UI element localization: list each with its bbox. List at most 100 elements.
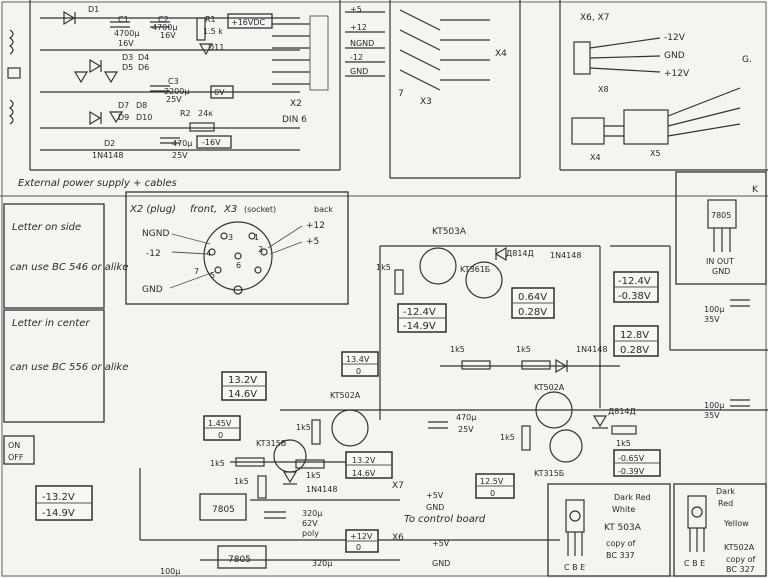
svg-text:+12: +12 bbox=[350, 23, 367, 32]
svg-text:D4: D4 bbox=[138, 53, 149, 62]
svg-text:C B E: C B E bbox=[564, 563, 585, 572]
x4-label: X4 bbox=[495, 49, 507, 59]
svg-text:25V: 25V bbox=[166, 95, 182, 104]
svg-text:-12: -12 bbox=[146, 249, 161, 259]
voltage-box-10: 12.5V 0 bbox=[475, 473, 515, 499]
svg-text:KT502A: KT502A bbox=[534, 383, 565, 392]
regulator-7805-b bbox=[217, 545, 267, 569]
svg-text:14.6V: 14.6V bbox=[228, 389, 257, 400]
svg-text:KT502A: KT502A bbox=[724, 543, 755, 552]
svg-text:+12V: +12V bbox=[664, 69, 690, 79]
svg-text:front,: front, bbox=[190, 204, 217, 215]
label-d1: D1 bbox=[88, 5, 99, 14]
voltage-box-3: -12.4V -0.38V bbox=[613, 271, 659, 303]
svg-text:1.5 k: 1.5 k bbox=[203, 27, 223, 36]
svg-text:0: 0 bbox=[356, 543, 361, 552]
svg-text:1k5: 1k5 bbox=[306, 471, 321, 480]
voltage-box-11: -13.2V -14.9V bbox=[35, 485, 93, 521]
svg-text:NGND: NGND bbox=[350, 39, 374, 48]
svg-text:X2 (plug): X2 (plug) bbox=[129, 204, 176, 215]
transistor-kt502a-left bbox=[331, 409, 369, 447]
transistor-kt503a bbox=[419, 247, 457, 285]
svg-text:GND: GND bbox=[426, 503, 444, 512]
svg-text:7: 7 bbox=[398, 89, 404, 99]
voltage-readouts: -12.4V -14.9V 0.64V 0.28V -12.4V -0.38V … bbox=[35, 271, 661, 553]
svg-text:0.28V: 0.28V bbox=[620, 345, 649, 356]
svg-text:C2: C2 bbox=[158, 15, 169, 24]
svg-text:1N4148: 1N4148 bbox=[550, 251, 581, 260]
x3-connector-section: +5 +12 NGND -12 GND 7 X3 X4 bbox=[345, 0, 521, 179]
regulator-7805-a bbox=[199, 493, 247, 521]
voltage-box-1: -12.4V -14.9V bbox=[397, 303, 447, 333]
svg-text:2200μ: 2200μ bbox=[164, 87, 189, 96]
svg-text:Yellow: Yellow bbox=[723, 519, 749, 528]
voltage-box-4: 12.8V 0.28V bbox=[613, 325, 659, 357]
svg-text:D7: D7 bbox=[118, 101, 129, 110]
power-supply-section: D1 C1 4700μ 16V C2 4700μ 16V R1 1.5 k D1… bbox=[7, 0, 341, 189]
svg-text:X8: X8 bbox=[598, 85, 609, 94]
resistor-r2 bbox=[189, 122, 215, 132]
svg-text:4700μ: 4700μ bbox=[152, 23, 177, 32]
power-supply-caption: External power supply + cables bbox=[18, 178, 177, 189]
svg-text:KT315B: KT315B bbox=[256, 439, 286, 448]
svg-text:35V: 35V bbox=[704, 315, 720, 324]
din-socket-outline bbox=[203, 221, 273, 291]
svg-text:13.2V: 13.2V bbox=[228, 375, 257, 386]
svg-text:1N4148: 1N4148 bbox=[306, 485, 337, 494]
svg-text:copy of: copy of bbox=[606, 539, 636, 548]
svg-text:Dark Red: Dark Red bbox=[614, 493, 651, 502]
svg-text:back: back bbox=[314, 205, 333, 214]
svg-text:-0.39V: -0.39V bbox=[618, 467, 645, 476]
regulator-circuit: 7805 7805 KT503A KT361Б Д814Д 1k5 1k5 1k… bbox=[139, 227, 768, 576]
connector-x2-label: X2 bbox=[290, 99, 302, 109]
svg-text:-12.4V: -12.4V bbox=[618, 276, 651, 287]
svg-text:-12.4V: -12.4V bbox=[403, 307, 436, 318]
svg-text:16V: 16V bbox=[160, 31, 176, 40]
svg-text:X5: X5 bbox=[650, 149, 661, 158]
svg-text:12.8V: 12.8V bbox=[620, 330, 649, 341]
svg-text:1N4148: 1N4148 bbox=[576, 345, 607, 354]
svg-text:13.4V: 13.4V bbox=[346, 355, 370, 364]
transformer-winding bbox=[8, 29, 14, 55]
svg-text:NGND: NGND bbox=[142, 229, 169, 239]
svg-text:D5: D5 bbox=[122, 63, 133, 72]
svg-text:7805: 7805 bbox=[228, 555, 251, 565]
svg-text:12.5V: 12.5V bbox=[480, 477, 504, 486]
svg-text:X6: X6 bbox=[392, 533, 404, 543]
voltage-box-9: -0.65V -0.39V bbox=[613, 449, 661, 477]
svg-text:C3: C3 bbox=[168, 77, 179, 86]
svg-text:-0.65V: -0.65V bbox=[618, 454, 645, 463]
svg-text:0.64V: 0.64V bbox=[518, 292, 547, 303]
svg-text:1.45V: 1.45V bbox=[208, 419, 232, 428]
svg-text:GND: GND bbox=[350, 67, 368, 76]
svg-text:+5: +5 bbox=[306, 237, 319, 247]
svg-text:1k5: 1k5 bbox=[296, 423, 311, 432]
svg-text:-0.38V: -0.38V bbox=[618, 291, 651, 302]
svg-text:C B E: C B E bbox=[684, 559, 705, 568]
svg-text:can use BC 546 or alike: can use BC 546 or alike bbox=[10, 262, 128, 273]
svg-text:GND: GND bbox=[664, 51, 685, 61]
voltage-box-8: 13.2V 14.6V bbox=[345, 451, 393, 479]
voltage-box-12: +12V 0 bbox=[345, 529, 379, 553]
svg-text:7: 7 bbox=[194, 267, 199, 276]
svg-text:+5V: +5V bbox=[432, 539, 450, 548]
svg-text:poly: poly bbox=[302, 529, 319, 538]
svg-text:6: 6 bbox=[236, 261, 241, 270]
svg-text:D3: D3 bbox=[122, 53, 133, 62]
svg-text:X7: X7 bbox=[392, 481, 404, 491]
svg-text:-12V: -12V bbox=[664, 33, 686, 43]
svg-text:1k5: 1k5 bbox=[450, 345, 465, 354]
svg-text:1k5: 1k5 bbox=[234, 477, 249, 486]
svg-text:D11: D11 bbox=[208, 43, 224, 52]
svg-text:ON: ON bbox=[8, 441, 20, 450]
svg-text:Dark: Dark bbox=[716, 487, 735, 496]
svg-text:1k5: 1k5 bbox=[616, 439, 631, 448]
svg-text:-14.9V: -14.9V bbox=[42, 508, 75, 519]
transistor-kt315b-mid bbox=[549, 429, 583, 463]
svg-text:+5V: +5V bbox=[426, 491, 444, 500]
svg-text:GND: GND bbox=[712, 267, 730, 276]
transistor-kt502a-mid bbox=[535, 391, 573, 429]
svg-text:Letter on side: Letter on side bbox=[12, 222, 81, 233]
pinout-kt503a: Dark Red White KT 503A copy of BC 337 C … bbox=[547, 483, 671, 577]
diode-d1 bbox=[63, 10, 76, 26]
